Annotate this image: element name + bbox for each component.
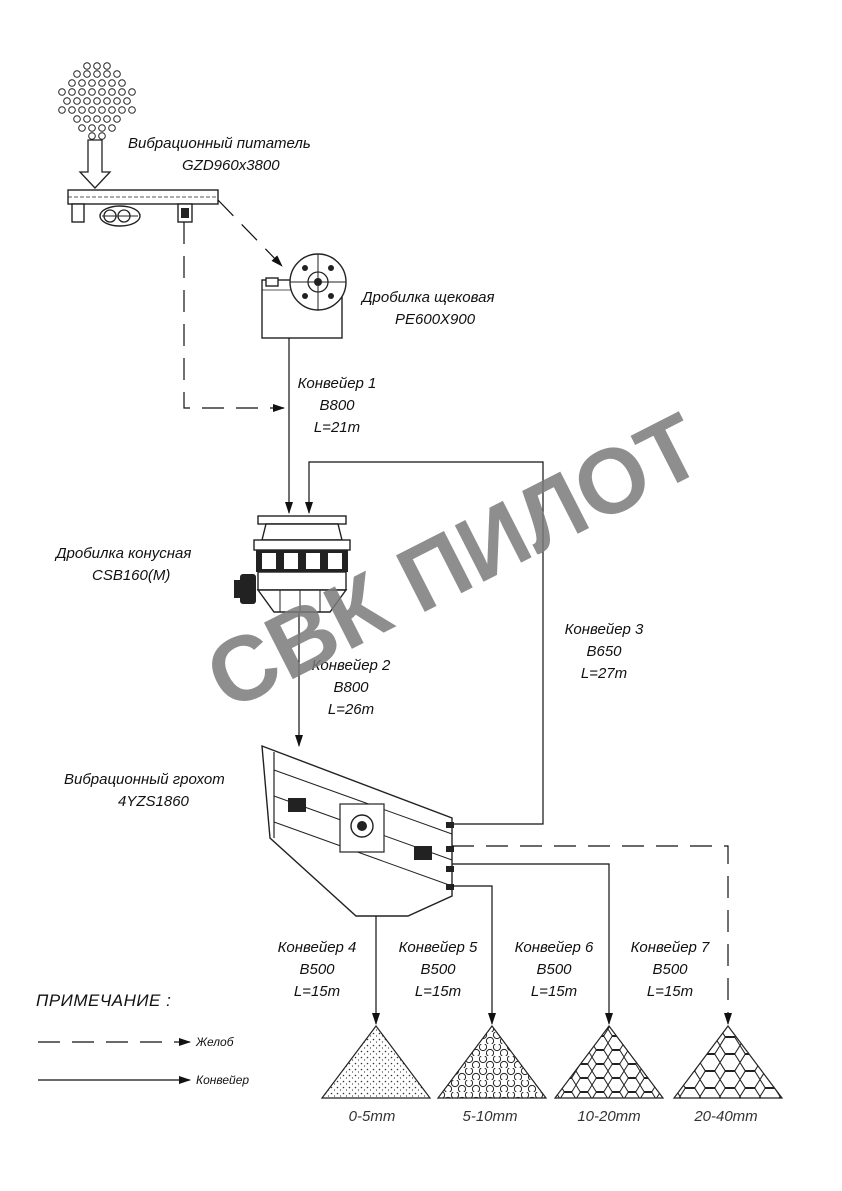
cone-crusher-icon (234, 515, 351, 613)
conveyor-6-name: Конвейер 6 (515, 939, 594, 956)
chute-feeder-to-jaw (217, 199, 283, 267)
cone-crusher-model: CSB160(M) (92, 567, 170, 584)
product-size-2: 10-20mm (577, 1108, 640, 1125)
feeder-name: Вибрационный питатель (128, 135, 311, 152)
conveyor-4-width: B500 (299, 961, 335, 978)
conveyor-5-line (452, 885, 496, 1025)
conveyor-3-line (305, 461, 544, 825)
product-pile-10-20-icon (553, 1025, 665, 1099)
conveyor-1-length: L=21m (314, 419, 360, 436)
conveyor-6-line (452, 863, 613, 1025)
conveyor-7-name: Конвейер 7 (631, 939, 710, 956)
product-pile-20-40-icon (672, 1025, 784, 1099)
conveyor-1-name: Конвейер 1 (298, 375, 377, 392)
conveyor-6-length: L=15m (531, 983, 577, 1000)
product-size-3: 20-40mm (693, 1108, 757, 1125)
conveyor-7-length: L=15m (647, 983, 693, 1000)
conveyor-3-length: L=27m (581, 665, 627, 682)
chute-oversize-line (452, 845, 732, 1025)
raw-material-icon (58, 62, 136, 140)
conveyor-7-width: B500 (652, 961, 688, 978)
conveyor-6-width: B500 (536, 961, 572, 978)
conveyor-3-width: B650 (586, 643, 622, 660)
screen-model: 4YZS1860 (118, 793, 190, 810)
legend-chute-label: Желоб (195, 1035, 235, 1049)
conveyor-2-name: Конвейер 2 (312, 657, 391, 674)
vibrating-screen-icon (261, 744, 454, 917)
conveyor-3-name: Конвейер 3 (565, 621, 644, 638)
conveyor-1-width: B800 (319, 397, 355, 414)
jaw-crusher-model: PE600X900 (395, 311, 476, 328)
vibrating-feeder-icon (67, 189, 219, 227)
conveyor-5-name: Конвейер 5 (399, 939, 478, 956)
product-pile-5-10-icon (436, 1025, 548, 1099)
conveyor-5-length: L=15m (415, 983, 461, 1000)
screen-name: Вибрационный грохот (64, 771, 225, 788)
conveyor-4-length: L=15m (294, 983, 340, 1000)
feeder-model: GZD960x3800 (182, 157, 280, 174)
legend-conveyor-label: Конвейер (196, 1073, 249, 1087)
cone-crusher-name: Дробилка конусная (54, 545, 191, 562)
product-size-1: 5-10mm (462, 1108, 517, 1125)
jaw-crusher-icon (261, 253, 347, 339)
feed-arrow-icon (78, 139, 112, 189)
note-title: ПРИМЕЧАНИЕ : (36, 991, 171, 1010)
product-size-0: 0-5mm (349, 1108, 396, 1125)
product-pile-0-5-icon (320, 1025, 432, 1099)
conveyor-5-width: B500 (420, 961, 456, 978)
chute-bypass (183, 222, 285, 412)
conveyor-2-length: L=26m (328, 701, 374, 718)
jaw-crusher-name: Дробилка щековая (360, 289, 494, 306)
conveyor-4-name: Конвейер 4 (278, 939, 357, 956)
conveyor-2-width: B800 (333, 679, 369, 696)
